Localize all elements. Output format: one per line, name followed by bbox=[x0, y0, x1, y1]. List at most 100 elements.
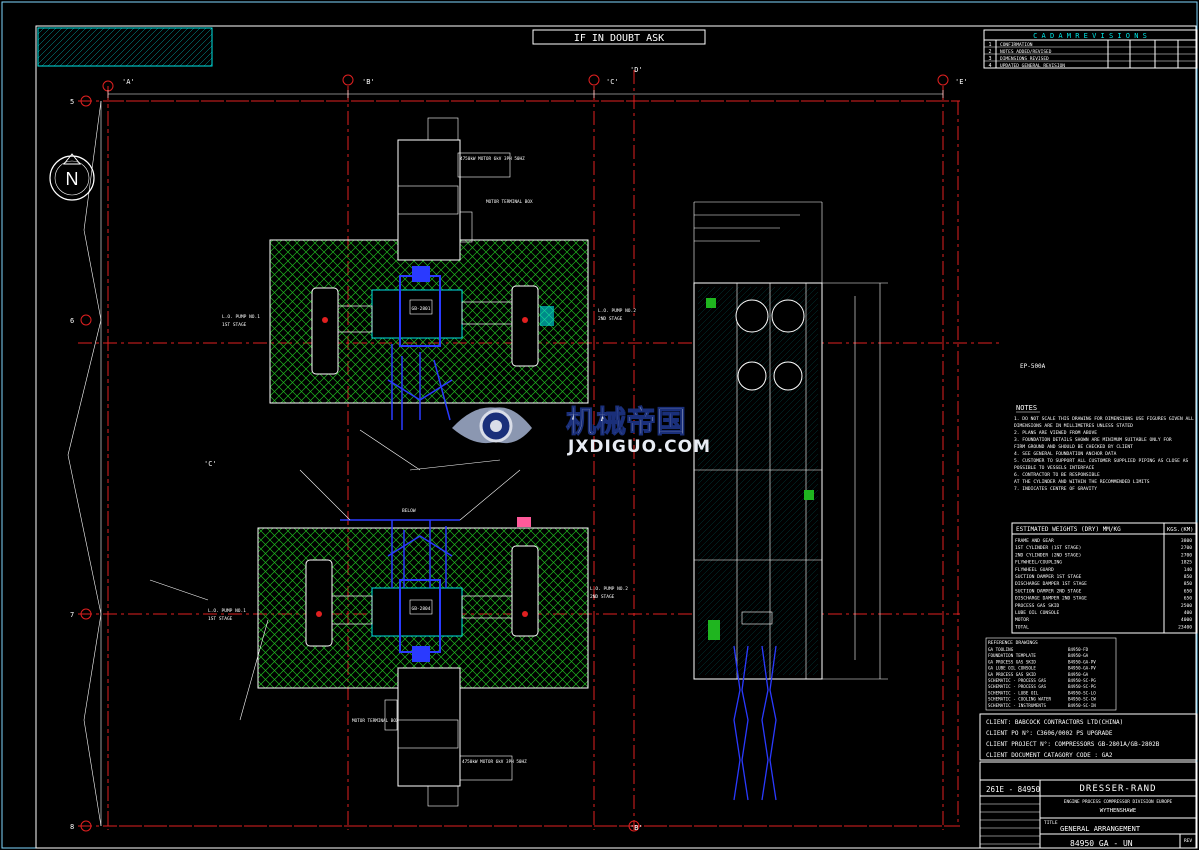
weight-row-item: 2ND CYLINDER (2ND STAGE) bbox=[1015, 552, 1081, 558]
weight-row-item: FLYWHEEL GUARD bbox=[1015, 567, 1054, 573]
note-line: FIRM GROUND AND SHOULD BE CHECKED BY CLI… bbox=[1014, 444, 1133, 450]
grid-bubbles bbox=[80, 74, 949, 832]
top-dimensions bbox=[107, 90, 944, 98]
watermark-cn: 机械帝国 bbox=[566, 405, 686, 440]
grid-label-side: 7 bbox=[70, 611, 74, 619]
bottom-gearbox-label: GB-2804 bbox=[412, 606, 431, 612]
weight-row-value: 23400 bbox=[1178, 624, 1192, 630]
reference-row-code: B4950-SC-CW bbox=[1068, 697, 1096, 702]
north-arrow: N bbox=[49, 153, 95, 201]
grid-label-side: 5 bbox=[70, 98, 74, 106]
reference-row-code: B4950-SC-LO bbox=[1068, 690, 1096, 695]
revision-row-text: UPDATED GENERAL REVISION bbox=[1000, 63, 1065, 69]
weight-row-item: MOTOR bbox=[1015, 617, 1029, 623]
bottom-left-cylinder bbox=[305, 559, 333, 647]
bottom-lube-pump-left: L.O. PUMP NO.1 bbox=[208, 608, 246, 614]
weight-row-item: FLYWHEEL/COUPLING bbox=[1015, 560, 1062, 566]
notes-ep: EP-500A bbox=[1020, 363, 1046, 370]
notes-section: EP-500A NOTES 1. DO NOT SCALE THIS DRAWI… bbox=[1014, 363, 1194, 492]
doubt-banner-box bbox=[532, 29, 706, 45]
sheet-inner-border bbox=[35, 25, 1197, 849]
bottom-motor-terminal-label: MOTOR TERMINAL BOX bbox=[352, 718, 399, 724]
note-line: 4. SEE GENERAL FOUNDATION ANCHOR DATA bbox=[1014, 451, 1117, 457]
note-line: AT THE CYLINDER AND WITHIN THE RECOMMEND… bbox=[1014, 479, 1150, 485]
references-heading: REFERENCE DRAWINGS bbox=[988, 640, 1038, 646]
company-site: WYTHENSHAWE bbox=[1100, 808, 1136, 814]
weight-row-item: SUCTION DAMPER 1ST STAGE bbox=[1015, 574, 1082, 580]
bottom-compressor-unit: 4750kW MOTOR 6kV 3PH 50HZ MOTOR TERMINAL… bbox=[208, 517, 628, 807]
grid-label-mid: 'C' bbox=[204, 460, 217, 468]
north-label: N bbox=[66, 169, 79, 189]
revision-row-text: CONFIRMATION bbox=[1000, 42, 1033, 48]
client-block: CLIENT: BABCOCK CONTRACTORS LTD(CHINA) C… bbox=[979, 713, 1198, 761]
reference-row-name: GA PROCESS GAS SKID bbox=[988, 659, 1036, 664]
weight-row-value: 1825 bbox=[1181, 560, 1192, 566]
weight-row-value: 650 bbox=[1184, 596, 1193, 602]
client-doc-category: CLIENT DOCUMENT CATAGORY CODE : GA2 bbox=[986, 752, 1113, 759]
grid-label-top: 'C' bbox=[606, 78, 619, 86]
client-name: CLIENT: BABCOCK CONTRACTORS LTD(CHINA) bbox=[986, 719, 1123, 726]
watermark-logo-icon bbox=[452, 407, 532, 444]
grid-label-side: 6 bbox=[70, 317, 74, 325]
job-number: 261E - 84950 bbox=[986, 785, 1041, 794]
top-motor-terminal-label: MOTOR TERMINAL BOX bbox=[486, 199, 533, 205]
reference-row-code: B4950-GA-PV bbox=[1068, 666, 1096, 671]
doubt-banner: IF IN DOUBT ASK bbox=[574, 33, 664, 44]
top-gearbox-label: GB-2801 bbox=[412, 306, 431, 312]
rev-label: REV bbox=[1184, 838, 1192, 844]
drawing-title: GENERAL ARRANGEMENT bbox=[1060, 825, 1141, 833]
reference-row-code: B4950-GA bbox=[1068, 672, 1089, 677]
left-dimensions bbox=[67, 100, 102, 827]
legend-box bbox=[37, 27, 213, 67]
reference-row-code: B4950-SC-PG bbox=[1068, 678, 1096, 683]
top-lube-pump-right: L.O. PUMP NO.2 bbox=[598, 308, 636, 314]
weight-row-value: 4000 bbox=[1181, 617, 1192, 623]
company-name: DRESSER-RAND bbox=[1079, 784, 1156, 794]
weight-row-item: TOTAL bbox=[1015, 624, 1029, 630]
client-po: CLIENT PO N°: C3606/0002 PS UPGRADE bbox=[986, 730, 1113, 737]
weights-table: ESTIMATED WEIGHTS (DRY) MM/KG KGS.(KM) F… bbox=[1011, 522, 1198, 634]
weight-row-item: DISCHARGE DAMPER 1ST STAGE bbox=[1015, 581, 1087, 587]
interconnect-pipes bbox=[149, 429, 521, 721]
weight-row-value: 850 bbox=[1184, 581, 1193, 587]
grid-label-mid: 'B' bbox=[630, 824, 643, 832]
revision-row-text: DIMENSIONS REVISED bbox=[1000, 56, 1049, 62]
company-division: ENGINE PROCESS COMPRESSOR DIVISION EUROP… bbox=[1064, 799, 1173, 805]
note-line: 2. PLANS ARE VIEWED FROM ABOVE bbox=[1014, 430, 1097, 436]
process-gas-skid bbox=[693, 201, 888, 801]
below-label: BELOW bbox=[402, 508, 416, 514]
reference-row-name: SCHEMATIC - INSTRUMENTS bbox=[988, 703, 1046, 708]
top-compressor-unit: 4750kW MOTOR 6kV 3PH 50HZ MOTOR TERMINAL… bbox=[222, 117, 636, 430]
note-line: DIMENSIONS ARE IN MILLIMETRES UNLESS STA… bbox=[1014, 423, 1133, 429]
drawing-number: 84950 GA - UN bbox=[1070, 839, 1133, 848]
weight-row-item: FRAME AND GEAR bbox=[1015, 538, 1054, 544]
title-block: 261E - 84950 DRESSER-RAND ENGINE PROCESS… bbox=[979, 761, 1198, 849]
weight-row-value: 3800 bbox=[1181, 538, 1192, 544]
revision-row-no: 2 bbox=[988, 49, 991, 55]
grid-label-top: 'D' bbox=[630, 66, 643, 74]
weight-row-item: DISCHARGE DAMPER 2ND STAGE bbox=[1015, 596, 1087, 602]
revisions-table: C A D A M R E V I S I O N S 1 CONFIRMATI… bbox=[983, 29, 1198, 69]
reference-row-name: SCHEMATIC - PROCESS GAS bbox=[988, 684, 1046, 689]
top-left-cylinder bbox=[311, 287, 339, 375]
weights-heading: ESTIMATED WEIGHTS (DRY) MM/KG bbox=[1016, 526, 1121, 533]
weight-row-item: LUBE OIL CONSOLE bbox=[1015, 610, 1059, 616]
bottom-motor-label-box bbox=[459, 755, 513, 781]
reference-row-name: SCHEMATIC - COOLING WATER bbox=[988, 697, 1052, 702]
weight-row-value: 2700 bbox=[1181, 552, 1192, 558]
watermark-en: JXDIGUO.COM bbox=[567, 437, 711, 457]
top-motor-label: 4750kW MOTOR 6kV 3PH 50HZ bbox=[460, 156, 525, 162]
revision-row-no: 1 bbox=[988, 42, 991, 48]
reference-row-name: SCHEMATIC - PROCESS GAS bbox=[988, 678, 1046, 683]
notes-heading: NOTES bbox=[1016, 404, 1037, 412]
grid-frame bbox=[107, 100, 959, 827]
revision-row-no: 4 bbox=[988, 63, 991, 69]
weight-row-item: SUCTION DAMPER 2ND STAGE bbox=[1015, 588, 1082, 594]
revision-row-text: NOTES ADDED/REVISED bbox=[1000, 49, 1052, 55]
bottom-stage1-label: 1ST STAGE bbox=[208, 616, 233, 622]
bottom-frame bbox=[371, 587, 463, 637]
bottom-lube-pump-right: L.O. PUMP NO.2 bbox=[590, 586, 628, 592]
reference-row-name: GA LUBE OIL CONSOLE bbox=[988, 666, 1036, 671]
